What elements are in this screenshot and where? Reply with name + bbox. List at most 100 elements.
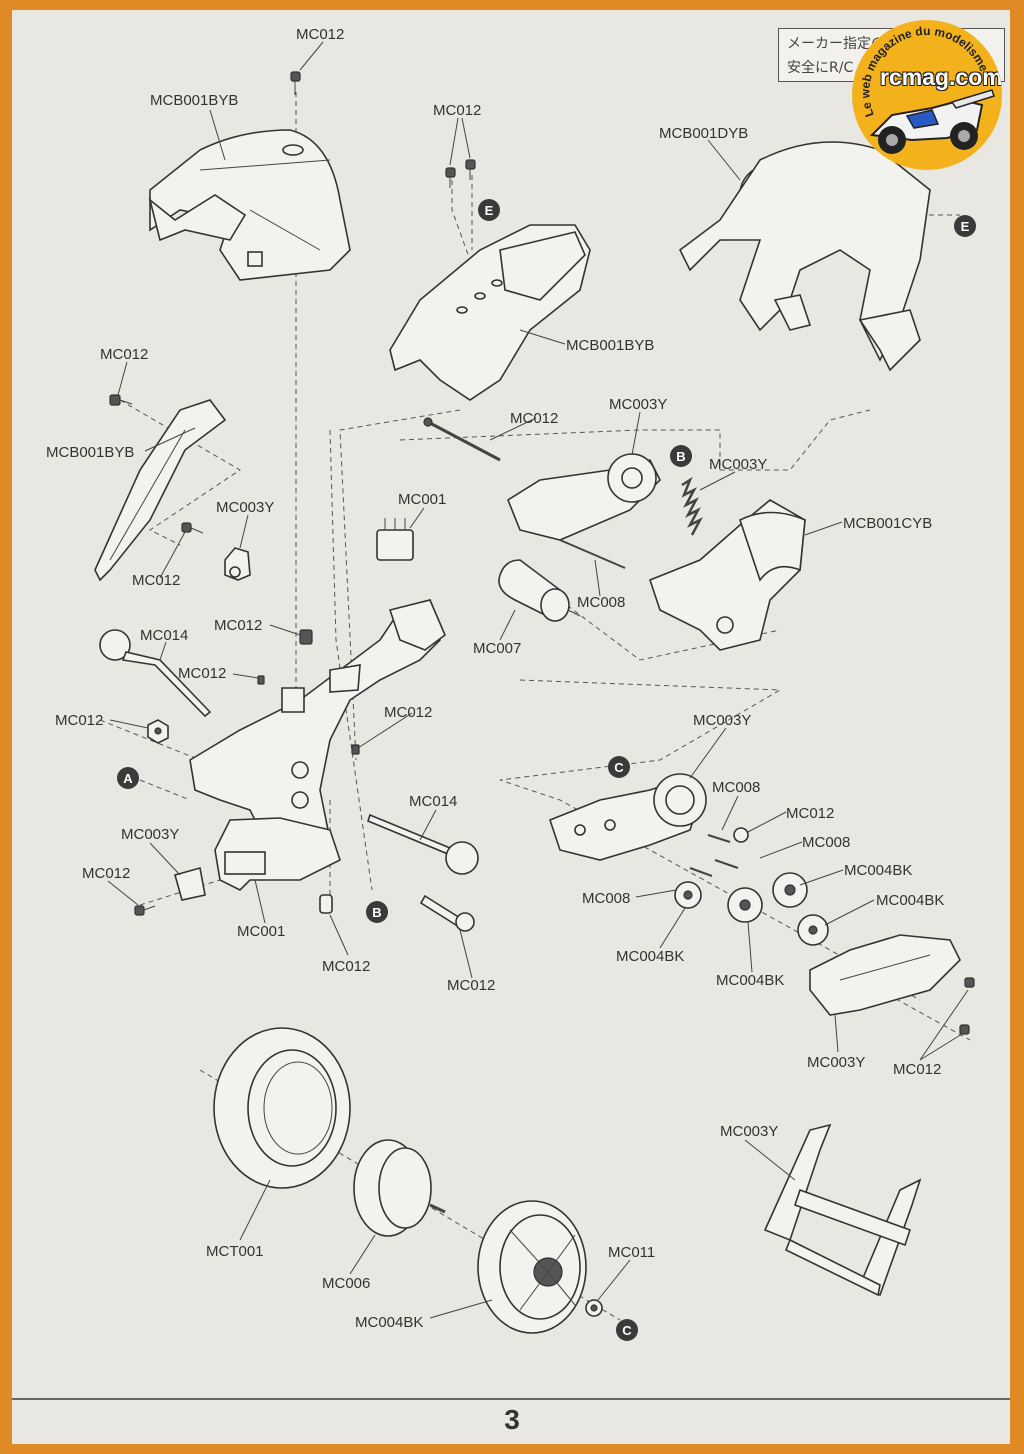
bracket-screw-icon [134, 905, 156, 916]
label-gear-a: MC004BK [844, 862, 912, 879]
side-arm-part [94, 399, 227, 582]
screw-left-icon [181, 522, 204, 534]
svg-text:E: E [485, 203, 494, 218]
label-frame-base: MC001 [237, 923, 285, 940]
label-long-screw: MC012 [510, 410, 558, 427]
label-rod-right: MC014 [409, 793, 457, 810]
notice-line-2: 安全にR/C [787, 60, 854, 76]
label-tire: MCT001 [206, 1243, 264, 1260]
insert-lower-icon [351, 744, 360, 755]
gear-small-icon [674, 881, 702, 909]
label-gear-plate: MC003Y [693, 712, 751, 729]
label-pin-a: MC008 [712, 779, 760, 796]
marker-e-right: E [954, 215, 976, 237]
label-shock-screw: MC012 [214, 617, 262, 634]
label-insert-lower: MC012 [384, 704, 432, 721]
label-pulley-cover: MC003Y [609, 396, 667, 413]
marker-b-upper: B [670, 445, 692, 467]
washer-icon [733, 827, 749, 843]
shock-spring-icon [681, 476, 703, 536]
svg-text:C: C [614, 760, 624, 775]
label-motor: MC007 [473, 640, 521, 657]
frame-base-part [214, 817, 341, 891]
label-hub-washer: MC011 [608, 1244, 655, 1261]
label-clip-left: MC003Y [216, 499, 274, 516]
label-gear-cover: MC003Y [807, 1054, 865, 1071]
insert-mid-icon [257, 675, 265, 685]
label-cover-screws: MC012 [893, 1061, 941, 1078]
label-tail-screws: MC012 [433, 102, 481, 119]
svg-text:B: B [372, 905, 381, 920]
fuel-tank-part [148, 129, 351, 281]
clip-left-part [224, 547, 251, 581]
label-bottom-screw: MC012 [447, 977, 495, 994]
gear-cover-part [809, 934, 961, 1016]
label-bracket-screw: MC012 [82, 865, 130, 882]
label-bottom-insert: MC012 [322, 958, 370, 975]
motor-part [498, 559, 581, 622]
bracket-part [174, 866, 206, 901]
side-screw-icon [109, 394, 133, 406]
label-insert-mid: MC012 [178, 665, 226, 682]
hub-washer-icon [585, 1299, 603, 1317]
rod-left-part [99, 629, 212, 718]
gear-c-icon [797, 914, 829, 946]
label-bracket: MC003Y [121, 826, 179, 843]
svg-text:B: B [676, 449, 685, 464]
rcmag-logo: Le web magazine du modelisme rcmag.com [852, 20, 1002, 170]
marker-b-lower: B [366, 901, 388, 923]
gear-plate-part [549, 773, 707, 861]
rider-figure [678, 141, 931, 372]
rod-right-part [367, 813, 479, 875]
label-pin-upper: MC008 [577, 594, 625, 611]
label-nut: MC012 [55, 712, 103, 729]
logo-car-icon [869, 89, 995, 154]
label-fuel-tank: MCB001BYB [150, 92, 238, 109]
label-shock-spring: MC003Y [709, 456, 767, 473]
label-leader-lines [107, 41, 969, 1319]
part-labels: MC012 MCB001BYB MC012 MCB001DYB MCB001BY… [46, 26, 944, 1331]
logo-name: rcmag.com [880, 64, 1002, 90]
marker-c-upper: C [608, 756, 630, 778]
label-swing-body: MCB001CYB [843, 515, 932, 532]
footer-divider [12, 1398, 1010, 1400]
label-seat-screw: MC012 [296, 26, 344, 43]
svg-text:A: A [123, 771, 133, 786]
tail-cowl-part [389, 224, 591, 401]
bottom-screw-icon [419, 894, 475, 932]
label-gear-small: MC004BK [616, 948, 684, 965]
pulley-cover-part [507, 453, 661, 541]
label-rider: MCB001DYB [659, 125, 748, 142]
label-inner-wheel: MC006 [322, 1275, 370, 1292]
label-pin-b: MC008 [802, 834, 850, 851]
bottom-insert-icon [319, 894, 333, 914]
label-rod-left: MC014 [140, 627, 188, 644]
label-screw-left: MC012 [132, 572, 180, 589]
main-chassis-frame [189, 598, 446, 861]
hub-part [477, 1200, 587, 1334]
gear-a-icon [727, 887, 763, 923]
tank-screw-icon [290, 71, 301, 95]
tire-part [213, 1027, 351, 1189]
long-screw-icon [423, 417, 501, 462]
label-connector: MC001 [398, 491, 446, 508]
connector-part [376, 518, 414, 561]
cover-screws-icon [959, 977, 975, 1035]
label-pin-c: MC008 [582, 890, 630, 907]
marker-a: A [117, 767, 139, 789]
label-tail-cowl: MCB001BYB [566, 337, 654, 354]
label-stand: MC003Y [720, 1123, 778, 1140]
gear-b-icon [772, 872, 808, 908]
inner-wheel-part [353, 1139, 446, 1237]
marker-e-left: E [478, 199, 500, 221]
label-hub: MC004BK [355, 1314, 423, 1331]
insert-upper-icon [299, 629, 313, 645]
pin-upper-icon [559, 539, 626, 569]
stand-part [763, 1123, 922, 1297]
label-washer: MC012 [786, 805, 834, 822]
label-side-screw: MC012 [100, 346, 148, 363]
tail-screws-icon [445, 159, 476, 188]
label-gear-c: MC004BK [716, 972, 784, 989]
swing-body-part [649, 499, 806, 651]
